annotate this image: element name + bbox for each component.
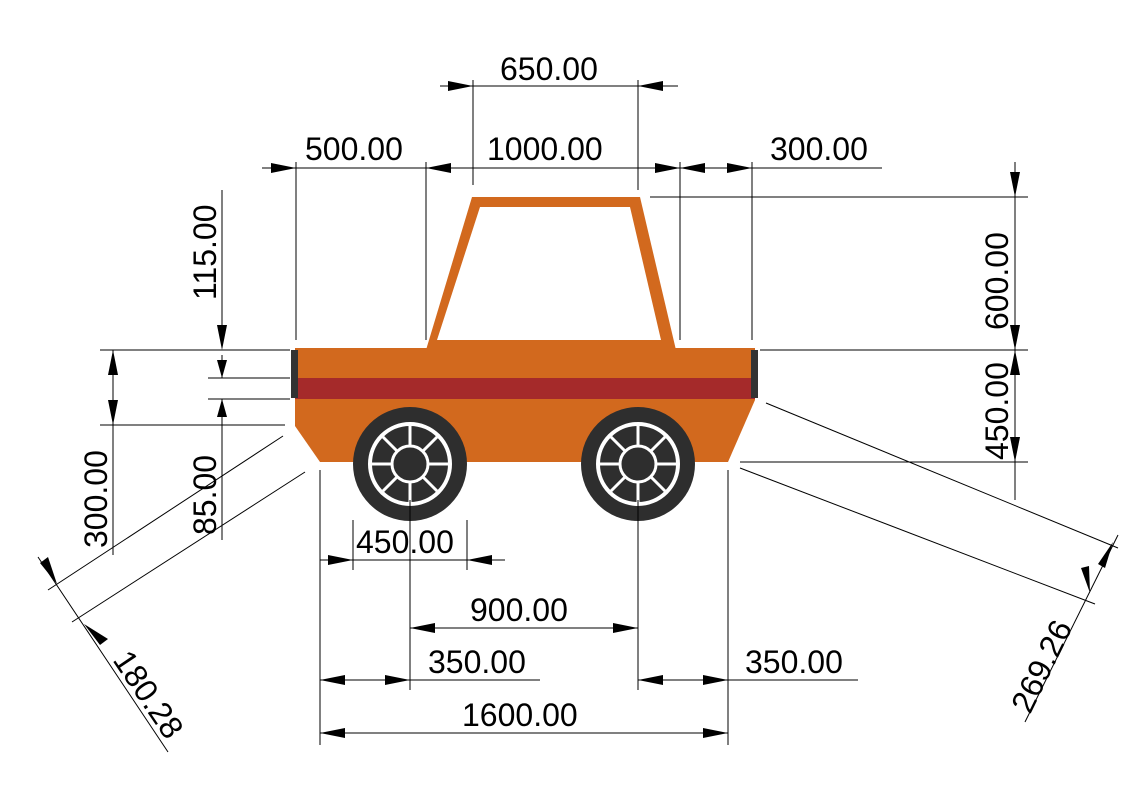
dim-front-chamfer: 180.28 bbox=[106, 644, 191, 745]
dim-wheel-diameter: 450.00 bbox=[356, 524, 454, 560]
car-cabin-window bbox=[437, 207, 661, 340]
front-bumper bbox=[291, 350, 298, 398]
dim-stripe-offset: 85.00 bbox=[187, 455, 223, 535]
dimension-lines bbox=[37, 80, 1119, 753]
dim-ground-length: 1600.00 bbox=[462, 697, 578, 733]
dim-rear-gap: 300.00 bbox=[770, 131, 868, 167]
dim-cabin-top-width: 650.00 bbox=[500, 51, 598, 87]
rear-bumper bbox=[751, 350, 758, 398]
dim-body-height: 450.00 bbox=[979, 362, 1015, 460]
dim-cabin-height: 600.00 bbox=[979, 232, 1015, 330]
front-wheel bbox=[353, 407, 467, 521]
dim-lower-body-height: 300.00 bbox=[78, 450, 114, 548]
dim-cabin-base-width: 1000.00 bbox=[487, 131, 603, 167]
car-stripe bbox=[295, 378, 755, 399]
dim-front-overhang: 500.00 bbox=[305, 131, 403, 167]
dim-rear-axle-offset: 350.00 bbox=[745, 644, 843, 680]
dim-wheelbase: 900.00 bbox=[470, 592, 568, 628]
dim-roof-offset: 115.00 bbox=[187, 205, 223, 301]
dim-rear-chamfer: 269.26 bbox=[1004, 614, 1079, 718]
car bbox=[291, 197, 758, 521]
dim-front-axle-offset: 350.00 bbox=[428, 644, 526, 680]
